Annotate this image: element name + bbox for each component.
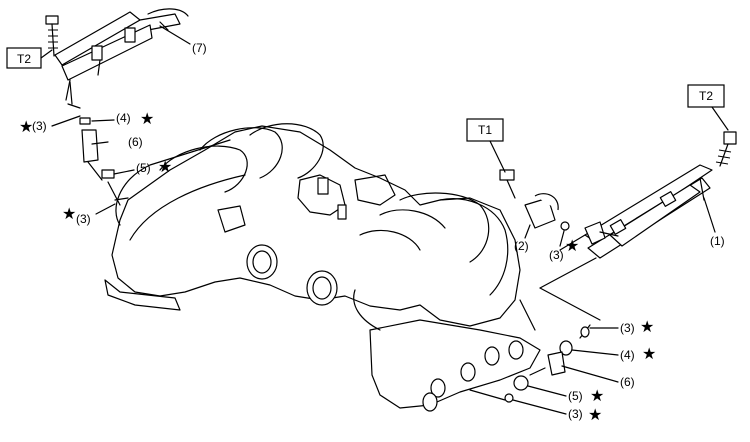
replace-star-icon: ★ (158, 157, 172, 176)
svg-text:(3): (3) (76, 212, 91, 226)
intake-manifold (104, 123, 541, 412)
svg-text:(4): (4) (620, 348, 635, 362)
callout-right-oring-upper: (3) ★ (589, 317, 654, 336)
callout-left-ring-4: (4) ★ (91, 109, 154, 128)
injector-stack-right (469, 324, 591, 403)
svg-text:(5): (5) (568, 389, 583, 403)
replace-star-icon: ★ (140, 109, 154, 128)
svg-text:(5): (5) (136, 161, 151, 175)
replace-star-icon: ★ (565, 236, 579, 255)
svg-text:T2: T2 (17, 52, 31, 66)
callout-fuel-pipe-left: (7) (192, 41, 207, 55)
fuel-pipe-right-assembly (539, 131, 737, 321)
callout-right-oring-lower: (3) ★ (512, 399, 602, 424)
fuel-pipe-left-assembly (45, 8, 191, 101)
replace-star-icon: ★ (62, 204, 76, 223)
svg-text:(3): (3) (620, 321, 635, 335)
torque-box-t2-left: T2 (6, 47, 53, 69)
svg-text:(3): (3) (32, 119, 47, 133)
svg-text:(6): (6) (620, 375, 635, 389)
callout-right-injector: (6) (561, 365, 635, 389)
callout-right-ring-4: (4) ★ (571, 344, 656, 363)
callout-left-oring-lower: ★ (3) (62, 203, 116, 226)
svg-text:(1): (1) (710, 234, 725, 248)
callout-fuel-pipe-right: (1) (710, 234, 725, 248)
replace-star-icon: ★ (590, 386, 604, 405)
svg-text:(3): (3) (549, 248, 564, 262)
callout-left-ring-5: (5) ★ (113, 157, 172, 176)
svg-text:T1: T1 (478, 123, 492, 137)
replace-star-icon: ★ (640, 317, 654, 336)
svg-text:T2: T2 (699, 89, 713, 103)
svg-text:(4): (4) (116, 111, 131, 125)
torque-box-t1: T1 (466, 118, 506, 173)
torque-box-t2-right: T2 (687, 84, 729, 131)
replace-star-icon: ★ (19, 117, 33, 136)
replace-star-icon: ★ (588, 405, 602, 424)
replace-star-icon: ★ (642, 344, 656, 363)
callout-regulator-oring: (3) ★ (549, 230, 579, 262)
svg-text:(2): (2) (514, 239, 529, 253)
pressure-regulator (499, 169, 619, 245)
callout-right-ring-5: (5) ★ (527, 385, 604, 405)
callout-left-injector: (6) (128, 135, 143, 149)
svg-text:(7): (7) (192, 41, 207, 55)
callout-pressure-regulator: (2) (514, 239, 529, 253)
svg-text:(3): (3) (568, 407, 583, 421)
injector-stack-left (67, 81, 129, 206)
callout-left-oring-upper: ★ (3) (19, 115, 81, 136)
svg-text:(6): (6) (128, 135, 143, 149)
